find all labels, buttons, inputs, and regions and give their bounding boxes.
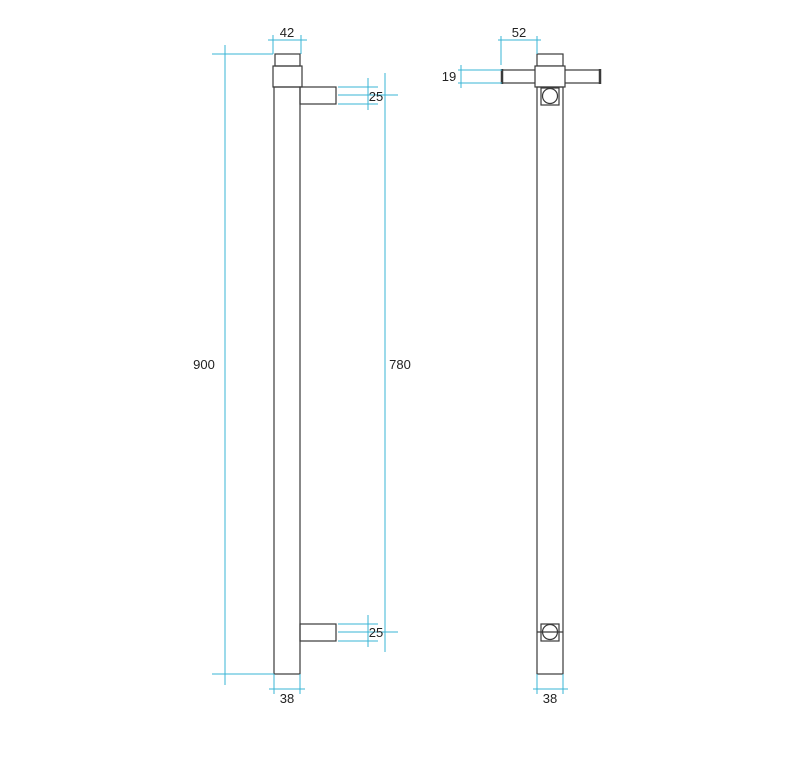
dimension-label-38-side: 38 [280,691,294,706]
dimension-label-25-top: 25 [369,89,383,104]
dimension-label-19: 19 [442,69,456,84]
dimension-label-52: 52 [512,25,526,40]
vertical-bar [273,86,301,675]
bottom-wall-bracket [299,623,337,642]
vertical-bar [536,86,564,675]
dimension-25-top: 25 [338,78,383,110]
dimension-780: 780 [338,73,411,652]
top-collar [272,65,303,88]
dimension-label-25-bottom: 25 [369,625,383,640]
dimension-38-front: 38 [533,674,568,706]
dimension-label-38-front: 38 [543,691,557,706]
dimension-label-42: 42 [280,25,294,40]
front-view: 52 19 38 [442,25,602,706]
top-cap [274,53,301,67]
dimension-label-780: 780 [389,357,411,372]
side-view: 900 780 42 25 25 [193,25,411,706]
top-cap [536,53,564,67]
dimension-900: 900 [193,45,274,685]
hub [534,65,566,88]
dimension-25-bottom: 25 [338,615,383,647]
dimension-42: 42 [268,25,307,54]
dimension-19: 19 [442,65,502,88]
top-wall-bracket [299,86,337,105]
bottom-mount-icon [537,623,563,642]
dimension-label-900: 900 [193,357,215,372]
dimension-38-side: 38 [269,674,305,706]
top-mount-icon [540,87,560,106]
dimension-52: 52 [498,25,541,65]
